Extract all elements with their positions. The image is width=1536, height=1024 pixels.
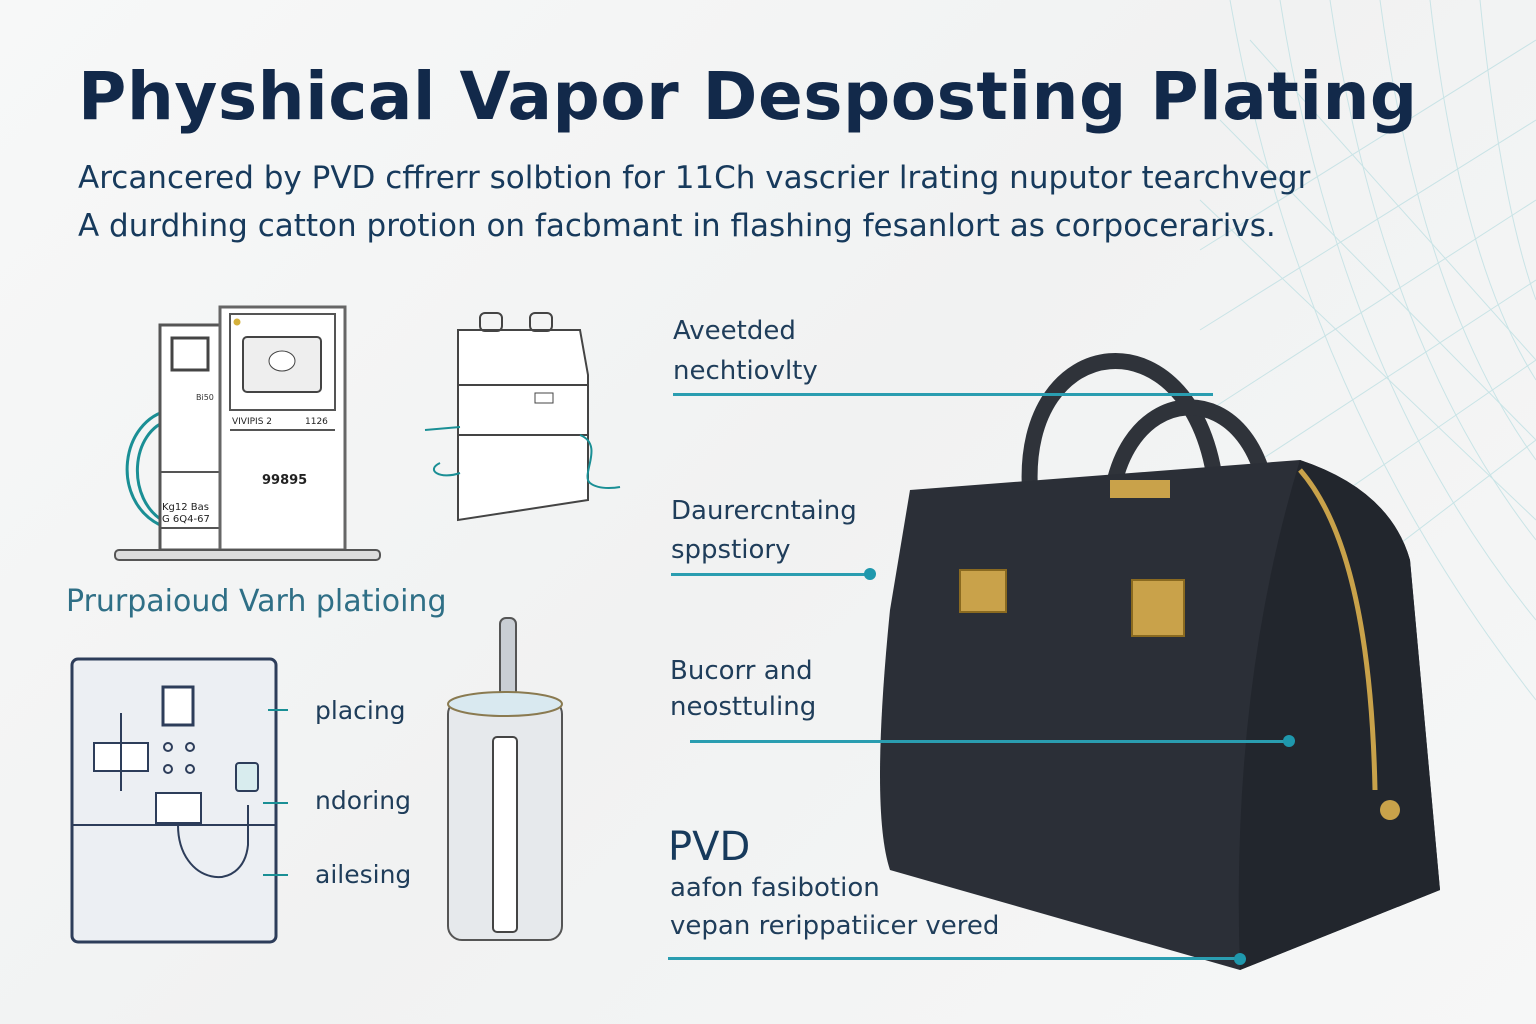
machine-label: 1126 <box>305 417 328 427</box>
callout-1-line-1: Aveetded <box>673 316 796 346</box>
machine-label: VIVIPIS 2 <box>232 417 272 427</box>
callout-1-leader-line <box>673 393 1213 396</box>
callout-4-leader-line <box>668 957 1240 960</box>
machine-label: G 6Q4-67 <box>162 514 210 525</box>
machine-label: Bi50 <box>196 393 214 402</box>
callout-3-dot <box>1283 735 1295 747</box>
process-caption: Prurpaioud Varh platioing <box>66 584 447 619</box>
process-label-placing: placing <box>315 696 406 725</box>
callout-4-dot <box>1234 953 1246 965</box>
handbag-image <box>880 353 1440 970</box>
machine-readout: 99895 <box>262 473 307 488</box>
page-title: Physhical Vapor Desposting Plating <box>78 58 1418 135</box>
process-label-ndoring: ndoring <box>315 786 411 815</box>
callout-2-leader-line <box>671 573 871 576</box>
callout-3-line-1: Bucorr and <box>670 656 813 686</box>
pvd-machine-illustration: Bi50 VIVIPIS 2 1126 99895 Kg12 Bas G 6Q4… <box>114 305 381 561</box>
subtitle-line-1: Arcancered by PVD cffrerr solbtion for 1… <box>78 160 1311 196</box>
callout-2-line-1: Daurercntaing <box>671 496 857 526</box>
callout-2-line-2: sppstiory <box>671 535 791 565</box>
callout-3-line-2: neosttuling <box>670 692 817 722</box>
backpack-sketch <box>424 312 621 522</box>
callout-3-leader-line <box>690 740 1290 743</box>
process-label-ailesing: ailesing <box>315 860 412 889</box>
cylinder-chamber-illustration <box>447 617 563 941</box>
plating-machine-illustration <box>70 657 288 944</box>
callout-2-dot <box>864 568 876 580</box>
machine-label: Kg12 Bas <box>162 502 209 513</box>
subtitle-line-2: A durdhing catton protion on facbmant in… <box>78 208 1276 244</box>
callout-1-line-2: nechtiovlty <box>673 356 818 386</box>
callout-4-line-2: vepan rerippatiicer vered <box>670 911 1000 941</box>
callout-4-heading: PVD <box>668 824 751 870</box>
callout-4-line-1: aafon fasibotion <box>670 873 880 903</box>
